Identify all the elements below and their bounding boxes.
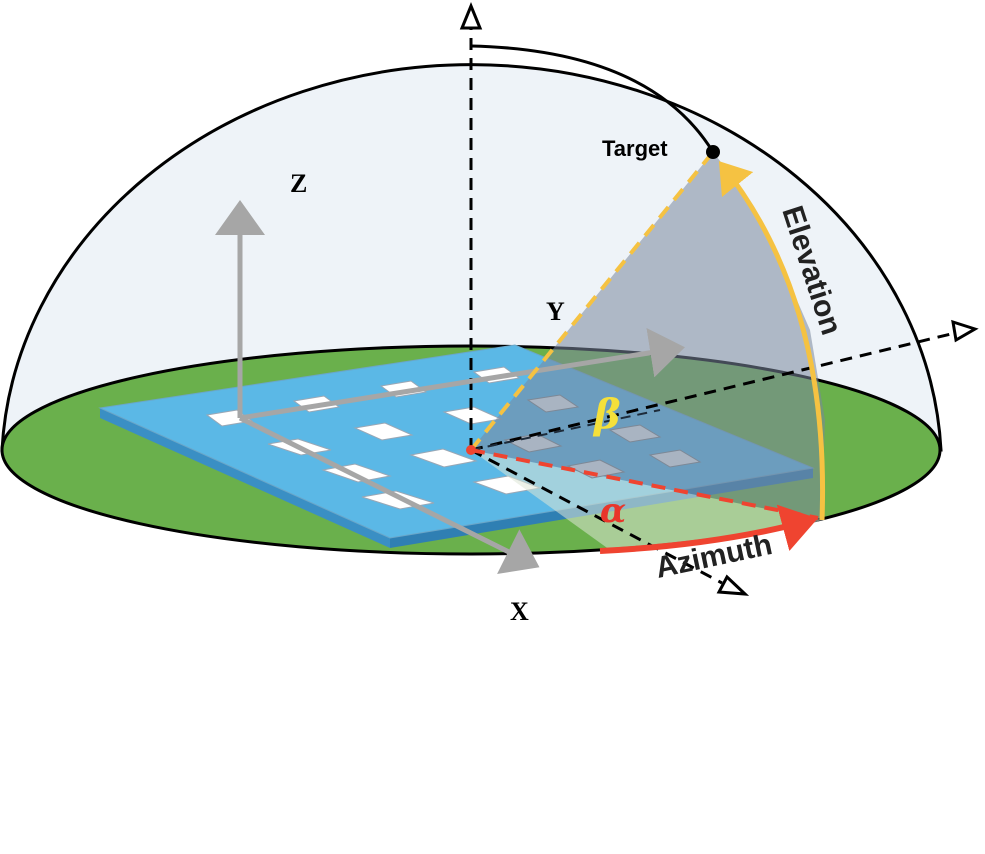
antenna-tile (608, 424, 662, 443)
antenna-tile (648, 449, 702, 468)
antenna-tile (409, 448, 478, 468)
elevation-arc (718, 161, 826, 521)
beta-label: β (592, 391, 621, 438)
local-x-axis (238, 415, 540, 574)
local-y-axis (239, 328, 685, 421)
azimuth-projection-line (470, 448, 819, 520)
global-x-arrowhead (716, 574, 750, 596)
global-y-arrowhead (951, 319, 979, 343)
antenna-tile (526, 394, 580, 413)
axis-z-label: Z (290, 169, 307, 198)
azimuth-arc (599, 504, 818, 554)
target-direction-line (469, 150, 715, 452)
meridian-arc (470, 44, 715, 153)
antenna-tile (353, 422, 414, 441)
global-x-axis (470, 448, 723, 585)
azimuth-plane-wedge (471, 450, 822, 550)
global-z-arrowhead (459, 2, 483, 30)
axis-x-label: X (510, 597, 529, 626)
panel-y-direction (470, 409, 661, 451)
target-label: Target (602, 136, 668, 161)
alpha-label: α (600, 491, 626, 531)
origin-point (466, 445, 476, 455)
axis-y-label: Y (546, 297, 565, 326)
global-y-axis (470, 331, 956, 452)
target-point (706, 145, 720, 159)
